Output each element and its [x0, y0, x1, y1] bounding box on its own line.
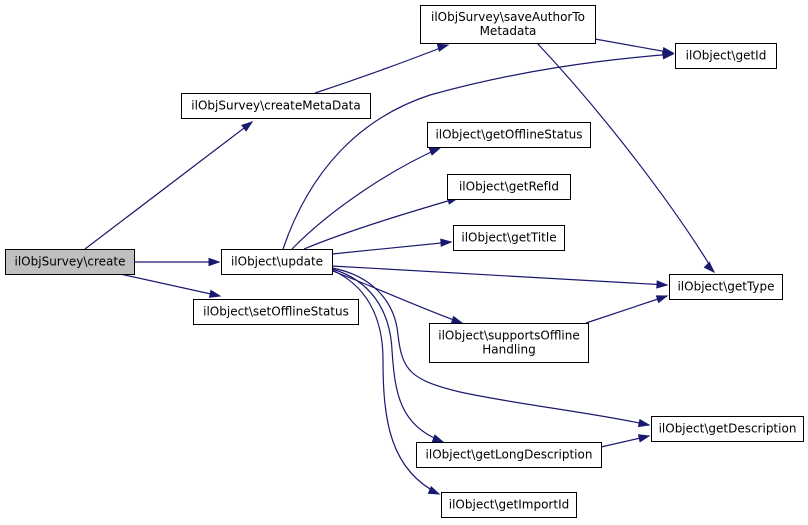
- edge-update-to-getRefId: [303, 196, 460, 250]
- node-getOfflineStatus[interactable]: ilObject\getOfflineStatus: [427, 122, 591, 148]
- node-update[interactable]: ilObject\update: [221, 249, 333, 275]
- node-box[interactable]: [181, 93, 371, 119]
- edge-update-to-getTitle: [331, 238, 453, 255]
- node-box[interactable]: [193, 299, 359, 325]
- arrowhead: [662, 51, 675, 60]
- arrowhead: [436, 43, 450, 52]
- node-getLongDescription[interactable]: ilObject\getLongDescription: [416, 442, 602, 468]
- node-label: ilObject\getLongDescription: [426, 448, 593, 462]
- node-getId[interactable]: ilObject\getId: [675, 43, 777, 69]
- node-getTitle[interactable]: ilObject\getTitle: [453, 225, 565, 251]
- node-box[interactable]: [441, 492, 577, 518]
- node-box[interactable]: [427, 122, 591, 148]
- node-label: ilObjSurvey\saveAuthorTo: [431, 10, 585, 24]
- arrowhead: [703, 261, 716, 274]
- node-box[interactable]: [675, 43, 777, 69]
- node-label: ilObject\getRefId: [459, 180, 559, 194]
- edge-update-to-getLongDescription: [331, 268, 445, 443]
- node-box[interactable]: [416, 442, 602, 468]
- edge-create-to-update: [134, 257, 221, 267]
- arrowhead: [440, 238, 453, 247]
- node-label: ilObject\getImportId: [449, 498, 569, 512]
- node-getImportId[interactable]: ilObject\getImportId: [441, 492, 577, 518]
- edge-line: [119, 273, 221, 297]
- node-label: ilObject\getId: [686, 49, 767, 63]
- arrowhead: [428, 147, 442, 156]
- arrowhead: [241, 121, 254, 132]
- edge-line: [84, 121, 253, 250]
- node-box[interactable]: [669, 274, 783, 300]
- arrowhead: [637, 418, 651, 428]
- node-getType[interactable]: ilObject\getType: [669, 274, 783, 300]
- node-box[interactable]: [447, 174, 571, 200]
- edge-supportsOfflineHandling-to-getType: [585, 295, 669, 324]
- node-label: ilObject\getTitle: [461, 231, 556, 245]
- edge-update-to-getOfflineStatus: [291, 147, 442, 250]
- arrowhead: [637, 434, 651, 443]
- node-box[interactable]: [453, 225, 565, 251]
- edge-create-to-createMetaData: [84, 121, 254, 250]
- edge-line: [303, 197, 459, 250]
- edges-layer: [84, 38, 716, 495]
- edge-update-to-getType: [331, 265, 669, 289]
- edge-line: [331, 267, 650, 426]
- edge-line: [331, 265, 668, 286]
- edge-createMetaData-to-saveAuthorToMetadata: [314, 43, 450, 94]
- node-label: ilObject\getType: [677, 280, 774, 294]
- arrowhead: [450, 315, 464, 324]
- node-label: ilObject\supportsOffline: [438, 329, 580, 343]
- node-box[interactable]: [429, 323, 589, 363]
- edge-line: [594, 38, 674, 54]
- arrowhead: [431, 434, 445, 443]
- edge-saveAuthorToMetadata-to-getType: [536, 42, 716, 274]
- edge-line: [331, 241, 452, 255]
- node-label: ilObjSurvey\create: [15, 255, 126, 269]
- arrowhead: [656, 280, 669, 289]
- arrowhead: [208, 289, 222, 298]
- node-create[interactable]: ilObjSurvey\create: [5, 249, 135, 275]
- node-setOfflineStatus[interactable]: ilObject\setOfflineStatus: [193, 299, 359, 325]
- node-label: Handling: [482, 343, 536, 357]
- edge-create-to-setOfflineStatus: [119, 273, 222, 298]
- edge-line: [314, 44, 449, 94]
- node-label: ilObject\getOfflineStatus: [435, 128, 582, 142]
- node-label: Metadata: [480, 24, 537, 38]
- node-box[interactable]: [5, 249, 135, 275]
- edge-line: [331, 269, 440, 495]
- node-createMetaData[interactable]: ilObjSurvey\createMetaData: [181, 93, 371, 119]
- edge-update-to-getDescription: [331, 267, 651, 428]
- node-getDescription[interactable]: ilObject\getDescription: [651, 416, 804, 442]
- node-label: ilObject\setOfflineStatus: [203, 305, 349, 319]
- node-box[interactable]: [221, 249, 333, 275]
- edge-line: [536, 42, 715, 273]
- edge-line: [291, 147, 441, 250]
- edge-getLongDescription-to-getDescription: [600, 434, 651, 448]
- node-label: ilObject\getDescription: [659, 422, 797, 436]
- arrowhead: [208, 257, 221, 267]
- node-box[interactable]: [420, 5, 596, 44]
- node-getRefId[interactable]: ilObject\getRefId: [447, 174, 571, 200]
- node-label: ilObjSurvey\createMetaData: [191, 99, 360, 113]
- arrowhead: [427, 485, 441, 495]
- node-box[interactable]: [651, 416, 804, 442]
- edge-update-to-getId: [282, 51, 675, 250]
- arrowhead: [655, 295, 669, 304]
- edge-update-to-getImportId: [331, 269, 441, 495]
- edge-line: [329, 269, 463, 324]
- nodes-layer: ilObjSurvey\create ilObjSurvey\createMeta…: [5, 5, 804, 518]
- edge-saveAuthorToMetadata-to-getId: [594, 38, 675, 56]
- edge-line: [585, 295, 668, 324]
- edge-line: [331, 268, 444, 443]
- edge-line: [282, 53, 674, 250]
- node-label: ilObject\update: [231, 255, 323, 269]
